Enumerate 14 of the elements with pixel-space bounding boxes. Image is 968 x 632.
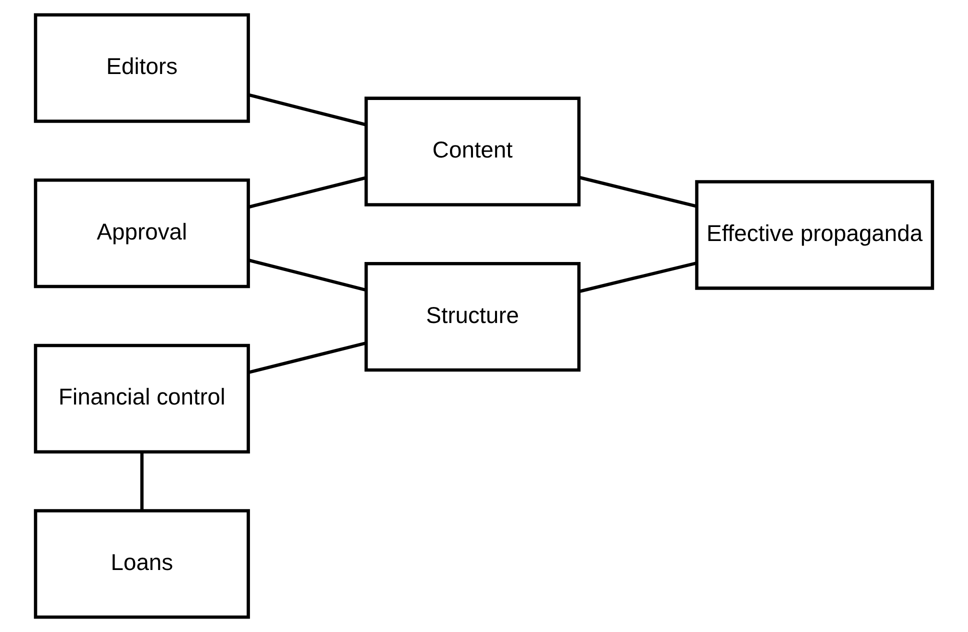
- node-box: Loans: [34, 509, 250, 619]
- connector: [578, 176, 697, 208]
- connector: [140, 452, 144, 510]
- connector: [578, 262, 697, 294]
- node-box: Editors: [34, 13, 250, 123]
- connector: [248, 258, 366, 292]
- node-box: Content: [364, 96, 581, 206]
- connector: [248, 176, 366, 209]
- connector: [248, 341, 366, 374]
- node-box: Financial control: [34, 344, 250, 454]
- node-box: Approval: [34, 178, 250, 288]
- node-box: Effective propaganda: [695, 180, 934, 290]
- connector: [248, 93, 366, 126]
- node-box: Structure: [364, 262, 581, 372]
